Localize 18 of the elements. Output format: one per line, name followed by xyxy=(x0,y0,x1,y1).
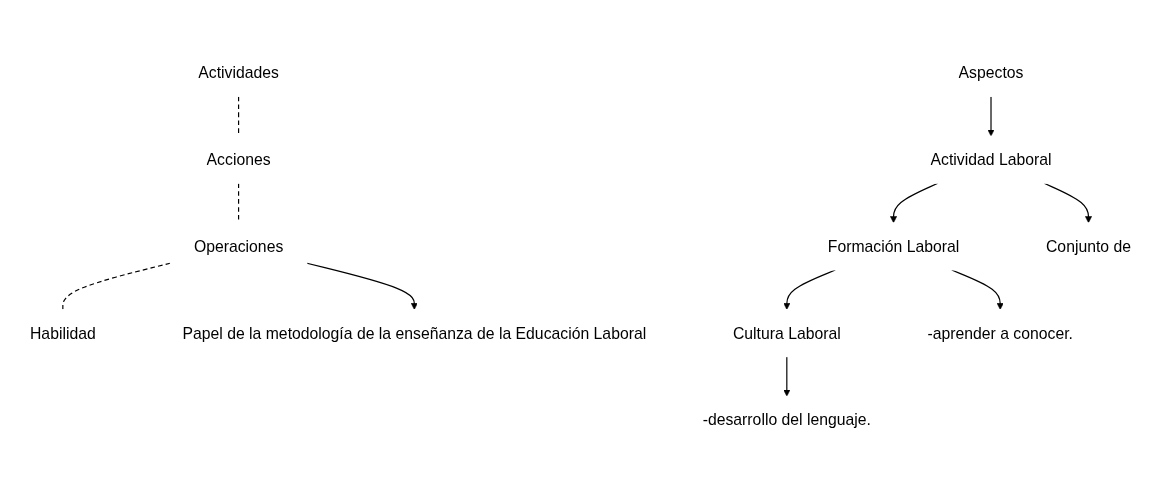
arrow xyxy=(306,262,418,310)
node-text: Operaciones xyxy=(193,237,284,256)
node-text: Actividades xyxy=(198,64,279,82)
node-text: Formación Laboral xyxy=(827,237,960,256)
node-text: Papel de la metodología de la enseñanza de la Educación Laboral xyxy=(182,324,647,342)
arrow xyxy=(783,356,791,397)
connector xyxy=(62,262,171,311)
node-text: Acciones xyxy=(206,151,271,169)
node-text: Aspectos xyxy=(958,64,1024,82)
arrow xyxy=(890,182,939,224)
node-text: Habilidad xyxy=(29,324,96,342)
node-text: Cultura Laboral xyxy=(732,324,841,342)
arrow xyxy=(1043,182,1092,224)
node-text: Conjunto de xyxy=(1045,237,1132,256)
arrow xyxy=(987,96,995,137)
node-text: -desarrollo del lenguaje. xyxy=(702,411,871,429)
node-text: Actividad Laboral xyxy=(930,151,1052,169)
node-text: -aprender a conocer. xyxy=(927,324,1073,342)
